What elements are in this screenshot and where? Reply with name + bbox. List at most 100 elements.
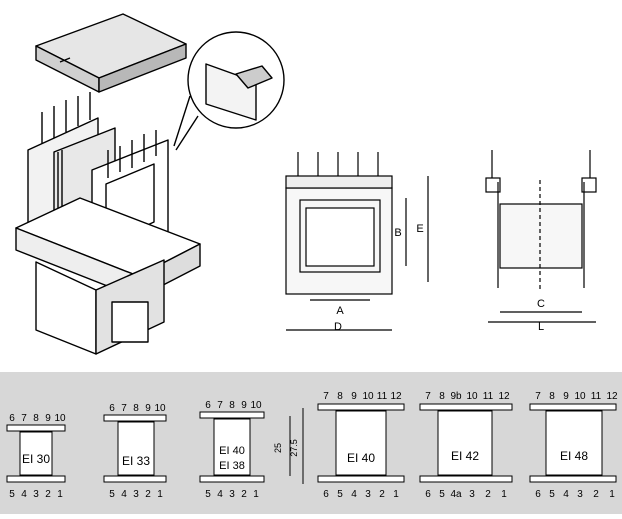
pin-bottom-5: 5 xyxy=(549,489,555,500)
pin-bottom-3: 3 xyxy=(469,489,475,500)
variant-label: EI 33 xyxy=(122,454,150,468)
variant-label: EI 40 xyxy=(347,451,375,465)
pin-bottom-5: 5 xyxy=(9,489,15,500)
pin-top-9: 9 xyxy=(45,413,51,424)
dim-value-2: 27.5 xyxy=(289,439,299,457)
variant-label-line2: EI 38 xyxy=(219,460,245,472)
pin-bottom-4: 4 xyxy=(217,489,223,500)
pin-top-11: 11 xyxy=(377,391,388,402)
pin-bottom-3: 3 xyxy=(133,489,139,500)
pin-bottom-1: 1 xyxy=(501,489,507,500)
pin-top-12: 12 xyxy=(498,391,510,402)
pin-bottom-6: 6 xyxy=(535,489,541,500)
pin-bottom-2: 2 xyxy=(145,489,151,500)
pin-top-9: 9 xyxy=(241,400,247,411)
flange-pins xyxy=(107,130,157,178)
pin-top-9: 9 xyxy=(351,391,357,402)
dim-label-e: E xyxy=(416,223,423,235)
pin-top-8: 8 xyxy=(229,400,235,411)
pin-top-12: 12 xyxy=(390,391,402,402)
pin-bottom-4: 4 xyxy=(351,489,357,500)
pinout-panel: 6 7 8 9 10 5 4 3 2 1 EI 30 6 7 8 9 10 5 … xyxy=(0,372,622,514)
pin-top-11: 11 xyxy=(591,391,602,402)
dim-label-a: A xyxy=(336,305,344,317)
pin-top-7: 7 xyxy=(217,400,223,411)
pin-top-10: 10 xyxy=(54,413,66,424)
exploded-assembly xyxy=(15,13,285,355)
front-view-pins xyxy=(297,152,379,176)
pin-bottom-4: 4 xyxy=(121,489,127,500)
pin-top-8: 8 xyxy=(549,391,555,402)
dim-label-l: L xyxy=(538,321,544,333)
pin-top-9: 9 xyxy=(145,403,151,414)
pin-bottom-2: 2 xyxy=(45,489,51,500)
pin-top-9: 9 xyxy=(563,391,569,402)
pin-top-7: 7 xyxy=(535,391,541,402)
dimension-marker: 25 27.5 xyxy=(273,408,304,484)
variant-ei40-12pin: 7 8 9 10 11 12 6 5 4 3 2 1 EI 40 xyxy=(317,391,405,500)
pin-bottom-3: 3 xyxy=(229,489,235,500)
variant-label: EI 30 xyxy=(22,452,50,466)
pin-bottom-5: 5 xyxy=(337,489,343,500)
variant-ei40-ei38: 6 7 8 9 10 5 4 3 2 1 EI 40 EI 38 xyxy=(199,400,265,500)
technical-drawing: A B D E C L xyxy=(15,13,597,355)
pin-bottom-6: 6 xyxy=(425,489,431,500)
pin-bottom-5: 5 xyxy=(439,489,445,500)
pin-top-7: 7 xyxy=(21,413,27,424)
pin-bottom-1: 1 xyxy=(253,489,259,500)
dim-label-c: C xyxy=(537,298,545,310)
pin-top-9b: 9b xyxy=(450,391,462,402)
pin-top-12: 12 xyxy=(606,391,618,402)
pin-top-10: 10 xyxy=(574,391,586,402)
pin-top-10: 10 xyxy=(154,403,166,414)
pin-bottom-6: 6 xyxy=(323,489,329,500)
pin-top-8: 8 xyxy=(439,391,445,402)
pin-bottom-1: 1 xyxy=(57,489,63,500)
pin-bottom-4: 4 xyxy=(21,489,27,500)
pin-bottom-1: 1 xyxy=(393,489,399,500)
pin-top-10: 10 xyxy=(362,391,374,402)
variant-label: EI 42 xyxy=(451,449,479,463)
pin-bottom-3: 3 xyxy=(365,489,371,500)
dim-value-1: 25 xyxy=(273,443,283,453)
pin-bottom-2: 2 xyxy=(241,489,247,500)
pin-bottom-2: 2 xyxy=(593,489,599,500)
pin-bottom-2: 2 xyxy=(485,489,491,500)
variant-ei48: 7 8 9 10 11 12 6 5 4 3 2 1 EI 48 xyxy=(529,391,618,500)
dim-label-d: D xyxy=(334,321,342,333)
variant-label: EI 48 xyxy=(560,449,588,463)
bobbin-pins xyxy=(41,92,91,144)
pin-top-6: 6 xyxy=(205,400,211,411)
pin-top-8: 8 xyxy=(337,391,343,402)
pin-bottom-3: 3 xyxy=(33,489,39,500)
pin-top-10: 10 xyxy=(466,391,478,402)
dim-label-b: B xyxy=(394,227,401,239)
pin-top-8: 8 xyxy=(133,403,139,414)
variant-ei42: 7 8 9b 10 11 12 6 5 4a 3 2 1 EI 42 xyxy=(419,391,513,500)
pin-top-8: 8 xyxy=(33,413,39,424)
pin-bottom-2: 2 xyxy=(379,489,385,500)
variant-label-line1: EI 40 xyxy=(219,445,245,457)
side-view-labels: C L xyxy=(537,298,545,333)
variant-ei30: 6 7 8 9 10 5 4 3 2 1 EI 30 xyxy=(6,413,66,500)
pin-top-10: 10 xyxy=(250,400,262,411)
side-view xyxy=(485,150,597,323)
pin-bottom-4a: 4a xyxy=(450,489,462,500)
pin-top-7: 7 xyxy=(323,391,329,402)
pin-bottom-5: 5 xyxy=(109,489,115,500)
pin-bottom-3: 3 xyxy=(577,489,583,500)
front-view-labels: A B D E xyxy=(334,223,424,333)
front-view xyxy=(285,152,429,331)
drawing-panel: A B D E C L xyxy=(15,13,597,355)
pin-top-7: 7 xyxy=(425,391,431,402)
pin-top-11: 11 xyxy=(483,391,494,402)
pin-bottom-5: 5 xyxy=(205,489,211,500)
variant-ei33: 6 7 8 9 10 5 4 3 2 1 EI 33 xyxy=(103,403,167,500)
pinout-diagrams: 6 7 8 9 10 5 4 3 2 1 EI 30 6 7 8 9 10 5 … xyxy=(6,391,618,500)
pin-bottom-4: 4 xyxy=(563,489,569,500)
pin-bottom-1: 1 xyxy=(157,489,163,500)
pin-top-6: 6 xyxy=(109,403,115,414)
pin-top-6: 6 xyxy=(9,413,15,424)
pin-top-7: 7 xyxy=(121,403,127,414)
pin-bottom-1: 1 xyxy=(609,489,615,500)
